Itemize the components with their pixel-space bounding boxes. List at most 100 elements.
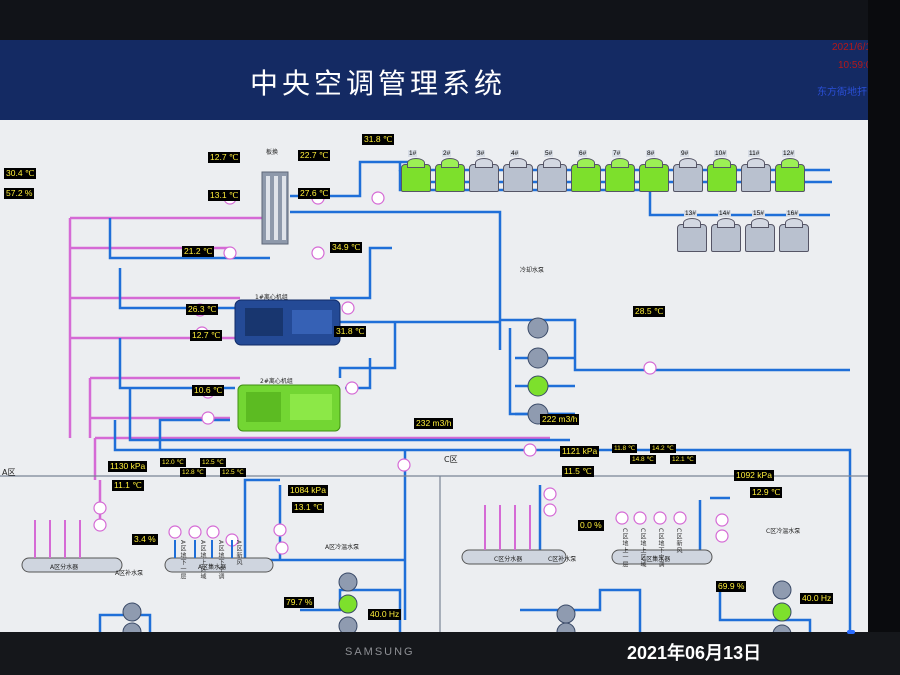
zone-a-branch-label-4: A区新风 xyxy=(235,540,242,567)
cooling-tower-label: 12# xyxy=(782,150,795,157)
cooling-tower-label: 7# xyxy=(612,150,622,157)
zone-a-pump-hz-value: 40.0 Hz xyxy=(368,609,402,620)
zone-c-valve-open-value: 0.0 % xyxy=(578,520,604,531)
monitor-bezel-bottom xyxy=(0,632,900,675)
header-date: 2021/6/13 xyxy=(832,42,868,53)
chiller-2-label: 2#离心机组 xyxy=(260,378,293,385)
cooling-tower-label: 5# xyxy=(544,150,554,157)
cooling-tower-label: 4# xyxy=(510,150,520,157)
zone-a-label: A区 xyxy=(2,468,16,477)
flow-1-value: 232 m3/h xyxy=(414,418,454,429)
chiller-2-cond-value: 31.8 ℃ xyxy=(334,326,367,337)
exchanger-out-high-value: 27.6 ℃ xyxy=(298,188,331,199)
zone-c-branch-label-4: C区新风 xyxy=(675,528,682,555)
piping-diagram xyxy=(0,160,868,632)
zone-c-branch-temp-1: 11.8 ℃ xyxy=(612,444,638,453)
cooling-tower-icon[interactable]: 11# xyxy=(740,150,771,192)
zone-c-branch-label-3: C区地下空调 xyxy=(657,528,664,569)
cooling-return-temp-value: 28.5 ℃ xyxy=(633,306,666,317)
zone-c-makeup-pump-label: C区补水泵 xyxy=(548,556,577,563)
zone-c-branch-label-1: C区地上一层 xyxy=(621,528,628,569)
zone-a-pump-label: A区冷温水泵 xyxy=(325,544,360,551)
zone-c-pump-pct-value: 69.9 % xyxy=(716,581,747,592)
cooling-tower-label: 13# xyxy=(684,210,697,217)
power-led-icon xyxy=(847,630,855,634)
page-title: 中央空调管理系统 xyxy=(250,67,507,100)
monitor-brand-logo: SAMSUNG xyxy=(345,646,415,658)
cooling-tower-icon[interactable]: 1# xyxy=(400,150,431,192)
cooling-tower-icon[interactable]: 3# xyxy=(468,150,499,192)
cooling-tower-label: 6# xyxy=(578,150,588,157)
zone-c-pump-hz-value: 40.0 Hz xyxy=(800,593,834,604)
cooling-tower-icon[interactable]: 13# xyxy=(676,210,707,252)
zone-a-distributor-label: A区分水器 xyxy=(50,564,79,571)
zone-c-collector-label: C区集水器 xyxy=(642,556,671,563)
zone-a-branch-temp-4: 12.5 ℃ xyxy=(220,468,246,477)
zone-c-return-temp-value: 12.9 ℃ xyxy=(750,487,783,498)
cooling-tower-icon[interactable]: 9# xyxy=(672,150,703,192)
cooling-tower-icon[interactable]: 2# xyxy=(434,150,465,192)
photo-date-caption: 2021年06月13日 xyxy=(627,643,762,663)
cooling-pump-label: 冷却水泵 xyxy=(520,267,545,274)
exchanger-in-high-value: 22.7 ℃ xyxy=(298,150,331,161)
zone-a-return-temp-value: 13.1 ℃ xyxy=(292,502,325,513)
zone-c-return-pressure-value: 1092 kPa xyxy=(734,470,774,481)
zone-c-branch-temp-3: 14.2 ℃ xyxy=(650,444,676,453)
chiller-1-evap-out-value: 26.3 ℃ xyxy=(186,304,219,315)
zone-c-label: C区 xyxy=(444,455,458,464)
tower-header-temp-value: 31.8 ℃ xyxy=(362,134,395,145)
header-time: 10:59:04 xyxy=(838,60,868,71)
chiller-1-cond-value: 34.9 ℃ xyxy=(330,242,363,253)
zone-a-branch-label-2: A区地上区域 xyxy=(199,540,206,581)
zone-a-branch-temp-2: 12.8 ℃ xyxy=(180,468,206,477)
zone-c-supply-pressure-value: 1121 kPa xyxy=(560,446,600,457)
zone-a-branch-temp-1: 12.0 ℃ xyxy=(160,458,186,467)
chiller-2-evap-in-value: 12.7 ℃ xyxy=(190,330,223,341)
flow-2-value: 222 m3/h xyxy=(540,414,580,425)
cooling-tower-icon[interactable]: 6# xyxy=(570,150,601,192)
cooling-tower-label: 3# xyxy=(476,150,486,157)
cooling-tower-icon[interactable]: 12# xyxy=(774,150,805,192)
zone-a-branch-label-1: A区地下一层 xyxy=(179,540,186,581)
cooling-tower-label: 10# xyxy=(714,150,727,157)
cooling-tower-icon[interactable]: 8# xyxy=(638,150,669,192)
cooling-tower-label: 9# xyxy=(680,150,690,157)
cooling-tower-icon[interactable]: 7# xyxy=(604,150,635,192)
zone-a-return-pressure-value: 1084 kPa xyxy=(288,485,328,496)
zone-a-branch-label-3: A区地下空调 xyxy=(217,540,224,581)
cooling-tower-label: 14# xyxy=(718,210,731,217)
cooling-tower-icon[interactable]: 16# xyxy=(778,210,809,252)
monitor-bezel-right xyxy=(868,0,900,675)
zone-a-supply-temp-value: 11.1 ℃ xyxy=(112,480,144,491)
cooling-tower-label: 8# xyxy=(646,150,656,157)
cooling-tower-label: 15# xyxy=(752,210,765,217)
zone-a-collector-label: A区集水器 xyxy=(198,564,227,571)
cooling-tower-icon[interactable]: 14# xyxy=(710,210,741,252)
cooling-tower-icon[interactable]: 15# xyxy=(744,210,775,252)
cooling-tower-label: 1# xyxy=(408,150,418,157)
header-bar: 中央空调管理系统 2021/6/13 10:59:04 东方衙地扞中心 xyxy=(0,40,868,120)
zone-a-makeup-pump-label: A区补水泵 xyxy=(115,570,144,577)
zone-c-distributor-label: C区分水器 xyxy=(494,556,523,563)
zone-c-supply-temp-value: 11.5 ℃ xyxy=(562,466,594,477)
cooling-tower-label: 16# xyxy=(786,210,799,217)
outdoor-humidity-value: 57.2 % xyxy=(4,188,35,199)
zone-c-branch-temp-2: 14.8 ℃ xyxy=(630,455,656,464)
zone-c-pump-label: C区冷温水泵 xyxy=(766,528,801,535)
zone-a-supply-pressure-value: 1130 kPa xyxy=(108,461,148,472)
exchanger-in-low-value: 12.7 ℃ xyxy=(208,152,241,163)
scada-screen: 中央空调管理系统 2021/6/13 10:59:04 东方衙地扞中心 xyxy=(0,40,868,632)
zone-c-branch-label-2: C区地上区域 xyxy=(639,528,646,569)
zone-c-branch-temp-4: 12.1 ℃ xyxy=(670,455,696,464)
chiller-1-evap-in-value: 21.2 ℃ xyxy=(182,246,215,257)
zone-a-branch-temp-3: 12.5 ℃ xyxy=(200,458,226,467)
chiller-1-label: 1#离心机组 xyxy=(255,294,288,301)
chiller-2-evap-out-value: 10.6 ℃ xyxy=(192,385,225,396)
cooling-tower-icon[interactable]: 4# xyxy=(502,150,533,192)
cooling-tower-icon[interactable]: 10# xyxy=(706,150,737,192)
cooling-tower-label: 2# xyxy=(442,150,452,157)
cooling-tower-icon[interactable]: 5# xyxy=(536,150,567,192)
monitor-bezel-top xyxy=(0,0,900,40)
exchanger-out-low-value: 13.1 ℃ xyxy=(208,190,241,201)
header-org: 东方衙地扞中心 xyxy=(817,87,868,98)
